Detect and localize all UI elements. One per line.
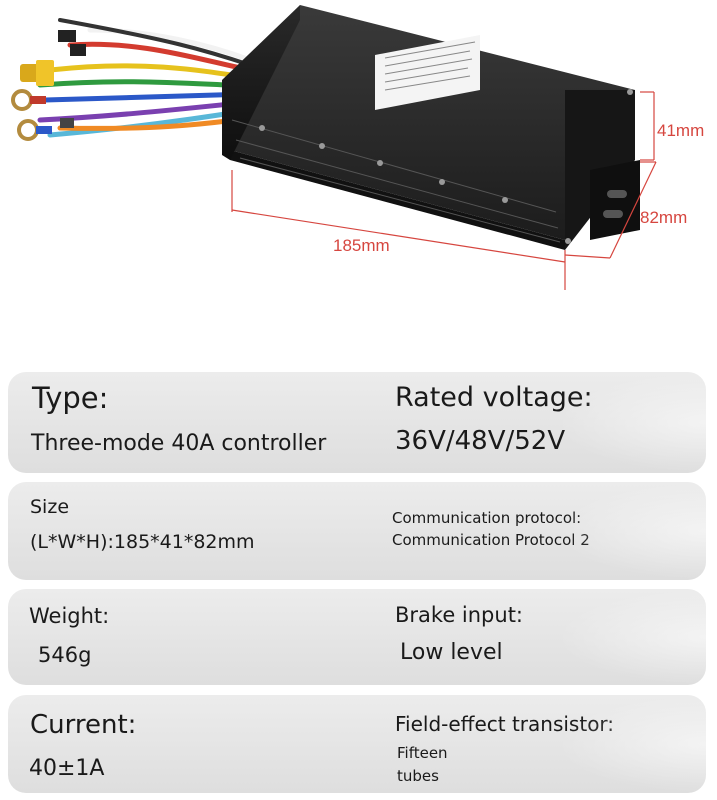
current-label: Current: [30,710,137,740]
weight-value: 546g [38,643,92,667]
current-value: 40±1A [29,756,105,781]
rated-voltage-value: 36V/48V/52V [395,426,566,456]
weight-label: Weight: [29,604,110,628]
field-effect-transistor-value-line2: tubes [397,767,439,785]
length-dimension-label: 185mm [333,236,390,255]
size-label: Size [30,496,70,518]
communication-protocol-value: Communication Protocol 2 [392,531,590,549]
height-dimension-label: 82mm [640,208,688,227]
spec-panel-size: Size (L*W*H):185*41*82mm Communication p… [8,482,706,580]
controller-illustration [11,5,657,290]
type-label: Type: [32,381,109,415]
size-value: (L*W*H):185*41*82mm [30,531,255,553]
field-effect-transistor-label: Field-effect transistor: [395,712,615,736]
dimension-lines [231,91,657,290]
brake-input-label: Brake input: [395,603,524,627]
spec-panel-current: Current: 40±1A Field-effect transistor: … [8,695,706,793]
controller-box [222,5,640,250]
product-image: 185mm 41mm 82mm [0,0,717,330]
spec-panel-weight: Weight: 546g Brake input: Low level [8,589,706,685]
width-dimension-label: 41mm [657,121,705,140]
connector-icons [11,30,86,141]
field-effect-transistor-value-line1: Fifteen [397,744,448,762]
rated-voltage-label: Rated voltage: [395,382,593,413]
communication-protocol-label: Communication protocol: [392,509,582,527]
spec-panel-type: Type: Three-mode 40A controller Rated vo… [8,372,706,473]
type-value: Three-mode 40A controller [31,431,327,456]
brake-input-value: Low level [400,640,503,665]
